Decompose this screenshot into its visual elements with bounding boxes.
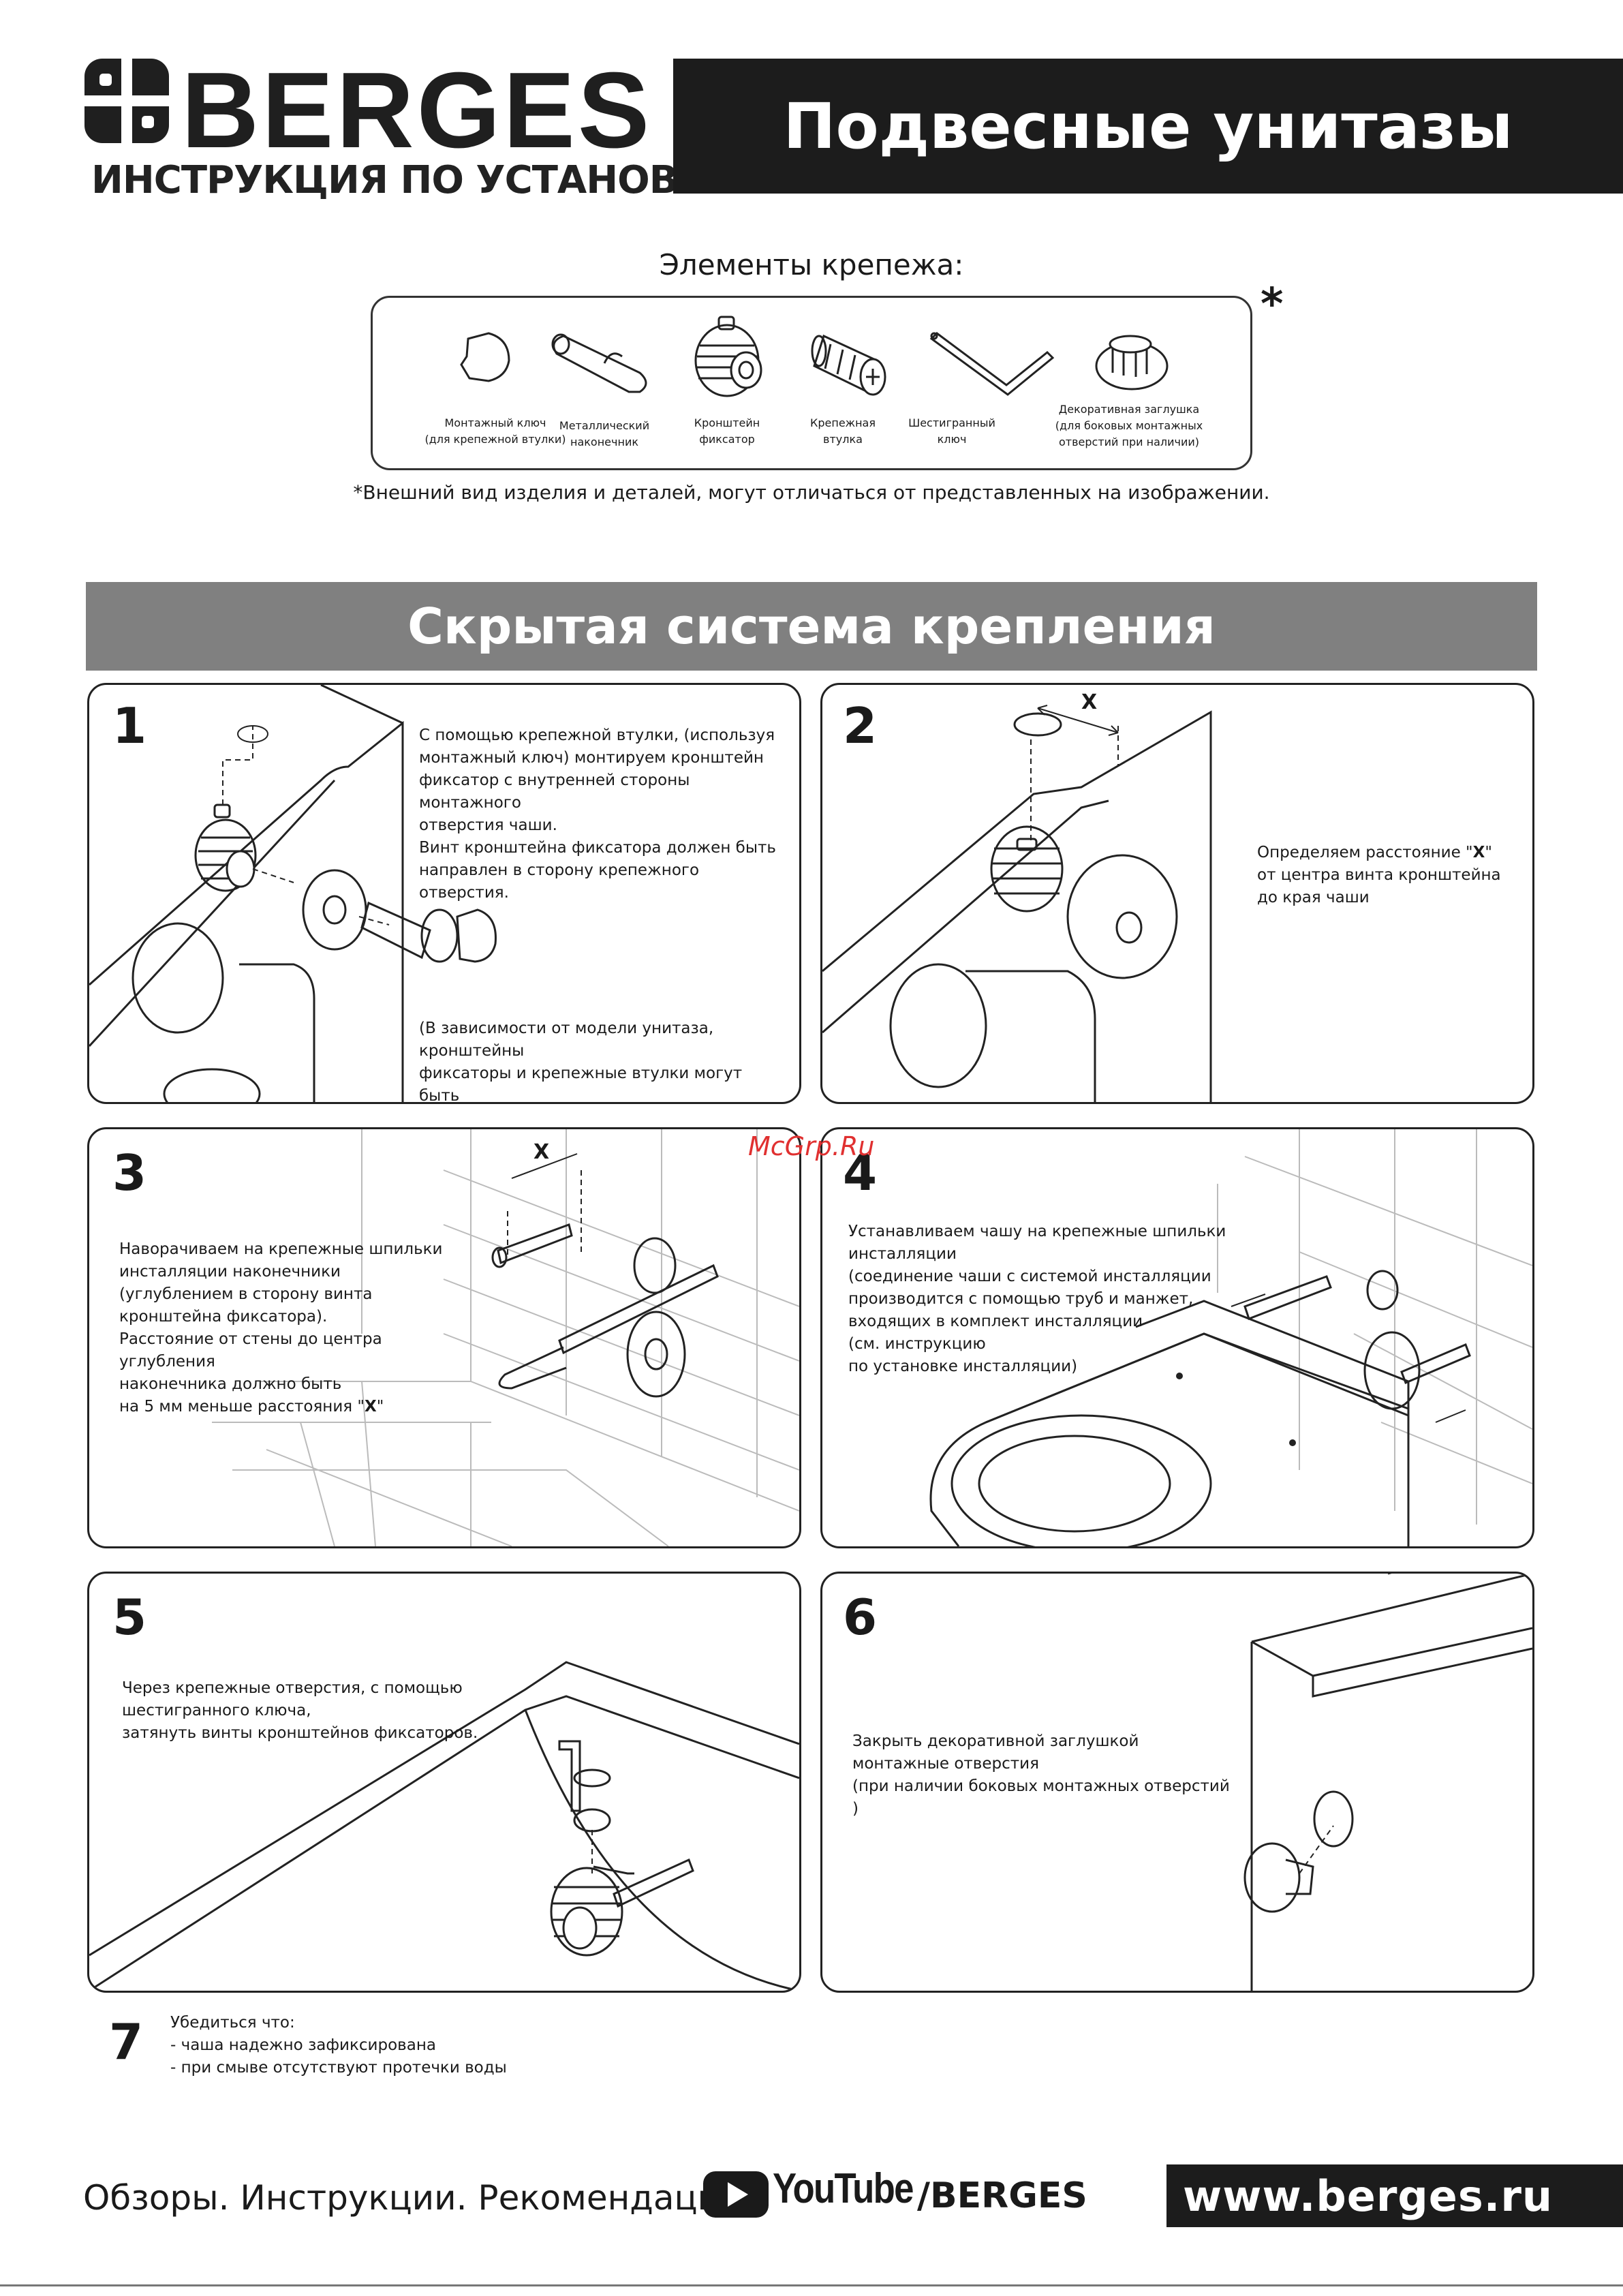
step-2-text: Определяем расстояние "X" от центра винт… (1257, 844, 1501, 906)
website-link[interactable]: www.berges.ru (1166, 2164, 1623, 2227)
fastener-label: Декоративная заглушка (для боковых монта… (1055, 403, 1203, 448)
dimension-label: X (534, 1140, 550, 1164)
fasteners-panel: Монтажный ключ (для крепежной втулки) Ме… (371, 296, 1252, 470)
step-number: 2 (843, 697, 878, 754)
step-1-note: (В зависимости от модели унитаза, кроншт… (419, 1020, 743, 1104)
step-5-illustration (89, 1661, 799, 1991)
step-6-illustration (1243, 1574, 1532, 1991)
dimension-label: X (1081, 690, 1098, 714)
step-2-illustration (822, 705, 1212, 1102)
brand-name: BERGES (181, 50, 653, 170)
metal-tip-icon (551, 333, 647, 393)
step-4-text: Устанавливаем чашу на крепежные шпильки … (848, 1223, 1226, 1375)
section-title: Скрытая система крепления (86, 582, 1537, 671)
step-panel-3: X 3 Наворачиваем на крепежные шпильки ин… (87, 1127, 801, 1548)
fastening-sleeve-icon (811, 334, 886, 396)
asterisk-mark: * (1261, 279, 1284, 330)
step-3-illustration (212, 1129, 799, 1546)
step-5-text: Через крепежные отверстия, с помощью шес… (122, 1679, 478, 1742)
page-bottom-divider (0, 2284, 1623, 2286)
fasteners-title: Элементы крепежа: (659, 248, 964, 281)
step-panel-4: 4 Устанавливаем чашу на крепежные шпильк… (820, 1127, 1534, 1548)
step-number: 1 (112, 697, 147, 754)
bracket-fixer-icon (694, 316, 762, 397)
fastener-label: Шестигранный ключ (908, 416, 995, 446)
fastener-label: Монтажный ключ (для крепежной втулки) (424, 416, 566, 446)
fastener-label: Металлический наконечник (559, 419, 650, 448)
step-6-text: Закрыть декоративной заглушкой монтажные… (852, 1732, 1230, 1818)
footer-tagline: Обзоры. Инструкции. Рекомендации (83, 2178, 742, 2218)
step-4-illustration (929, 1129, 1532, 1546)
document-subtitle: ИНСТРУКЦИЯ ПО УСТАНОВКЕ (91, 158, 734, 202)
step-number: 7 (109, 2013, 144, 2070)
brand-logo-icon (82, 56, 172, 146)
step-number: 3 (112, 1144, 147, 1201)
decorative-cap-icon (1095, 335, 1169, 391)
step-3-text: Наворачиваем на крепежные шпильки инстал… (119, 1240, 443, 1415)
step-panel-6: 6 Закрыть декоративной заглушкой монтажн… (820, 1572, 1534, 1993)
step-number: 4 (843, 1144, 878, 1201)
fastener-label: Крепежная втулка (810, 416, 876, 446)
step-panel-1: 1 С помощью крепежной втулки, (используя… (87, 683, 801, 1104)
disclaimer: *Внешний вид изделия и деталей, могут от… (353, 481, 1270, 504)
watermark: McGrp.Ru (748, 1131, 875, 1161)
mounting-key-icon (460, 332, 510, 382)
page-title: Подвесные унитазы (673, 59, 1623, 194)
fastener-label: Кронштейн фиксатор (694, 416, 760, 446)
step-number: 5 (112, 1589, 147, 1646)
step-1-illustration (89, 685, 497, 1102)
youtube-channel[interactable]: /BERGES (917, 2175, 1087, 2216)
step-panel-5: 5 Через крепежные отверстия, с помощью ш… (87, 1572, 801, 1993)
youtube-link[interactable]: YouTube (773, 2165, 914, 2212)
step-1-text: С помощью крепежной втулки, (используя м… (419, 726, 776, 902)
youtube-play-icon[interactable] (703, 2171, 769, 2218)
hex-key-icon (929, 332, 1055, 396)
step-panel-2: X 2 Определяем расстояние "X" от центра … (820, 683, 1534, 1104)
step-number: 6 (843, 1589, 878, 1646)
step-7-text: Убедиться что: - чаша надежно зафиксиров… (170, 2014, 507, 2077)
